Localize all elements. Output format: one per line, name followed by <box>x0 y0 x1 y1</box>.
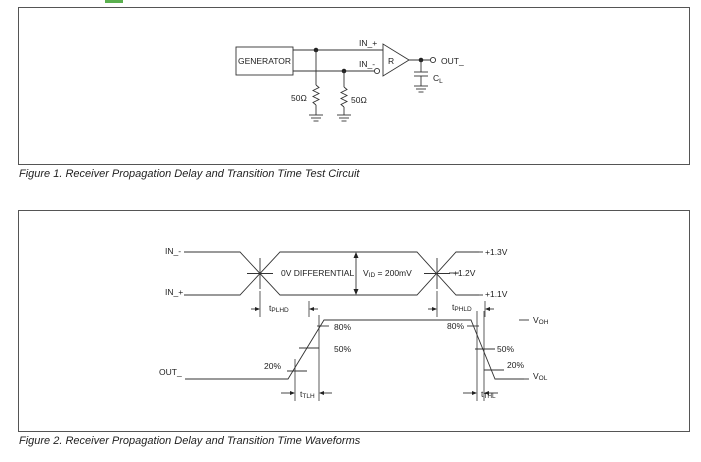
in-plus-waveform <box>184 251 479 296</box>
rise-20-label: 20% <box>264 361 281 371</box>
figure2-caption: Figure 2. Receiver Propagation Delay and… <box>19 435 361 447</box>
res1-label: 50Ω <box>291 93 307 103</box>
out-label: OUT_ <box>441 56 464 66</box>
in-plus-label: IN_+ <box>359 38 377 48</box>
rise-80-label: 80% <box>334 322 351 332</box>
in-minus-label: IN_- <box>359 59 375 69</box>
tphld-label: tPHLD <box>452 302 472 313</box>
in-minus-waveform <box>184 251 479 296</box>
arrowhead <box>485 307 490 311</box>
voh-label: VOH <box>533 315 549 326</box>
vid-label: VID = 200mV <box>363 268 412 279</box>
fall-20-label: 20% <box>507 360 524 370</box>
figure2-frame: IN_- IN_+ 0V DIFFERENTIAL VID = 200mV +1… <box>18 210 690 432</box>
arrowhead <box>353 252 359 258</box>
v12-label: +1.2V <box>453 268 476 278</box>
fall-50-label: 50% <box>497 344 514 354</box>
out-waveform <box>185 319 524 380</box>
res2-label: 50Ω <box>351 95 367 105</box>
arrowhead <box>432 307 437 311</box>
receiver-symbol <box>382 43 410 77</box>
v11-label: +1.1V <box>485 289 508 299</box>
header-accent-bar <box>105 0 123 3</box>
figure1-caption: Figure 1. Receiver Propagation Delay and… <box>19 168 360 180</box>
arrowhead <box>290 391 295 395</box>
diff-label: 0V DIFFERENTIAL <box>281 268 354 278</box>
vol-label: VOL <box>533 371 548 382</box>
in-plus-label: IN_+ <box>165 287 183 297</box>
resistor-1 <box>311 84 321 106</box>
arrowhead <box>472 391 477 395</box>
arrowhead <box>309 307 314 311</box>
tplhd-label: tPLHD <box>269 303 289 314</box>
arrowhead <box>255 307 260 311</box>
resistor-2 <box>339 86 349 108</box>
arrowhead <box>319 391 324 395</box>
tthl-label: tTHL <box>481 389 496 400</box>
figure1-frame: GENERATOR R IN_+ IN_- OUT_ CL 50Ω 50Ω <box>18 7 690 165</box>
generator-box <box>235 46 294 76</box>
arrowhead <box>353 289 359 295</box>
figure1-circuit: GENERATOR R IN_+ IN_- OUT_ CL 50Ω 50Ω <box>235 38 464 122</box>
out-label: OUT_ <box>159 367 182 377</box>
figure2-waveforms: IN_- IN_+ 0V DIFFERENTIAL VID = 200mV +1… <box>159 246 549 401</box>
receiver-label: R <box>388 56 394 66</box>
generator-label: GENERATOR <box>238 56 291 66</box>
out-terminal <box>429 56 437 64</box>
arrowhead <box>484 391 489 395</box>
in-minus-label: IN_- <box>165 246 181 256</box>
v13-label: +1.3V <box>485 247 508 257</box>
inverting-bubble <box>373 67 381 75</box>
fall-80-label: 80% <box>447 321 464 331</box>
ttlh-label: tTLH <box>300 389 315 400</box>
rise-50-label: 50% <box>334 344 351 354</box>
cap-label: CL <box>433 73 443 85</box>
